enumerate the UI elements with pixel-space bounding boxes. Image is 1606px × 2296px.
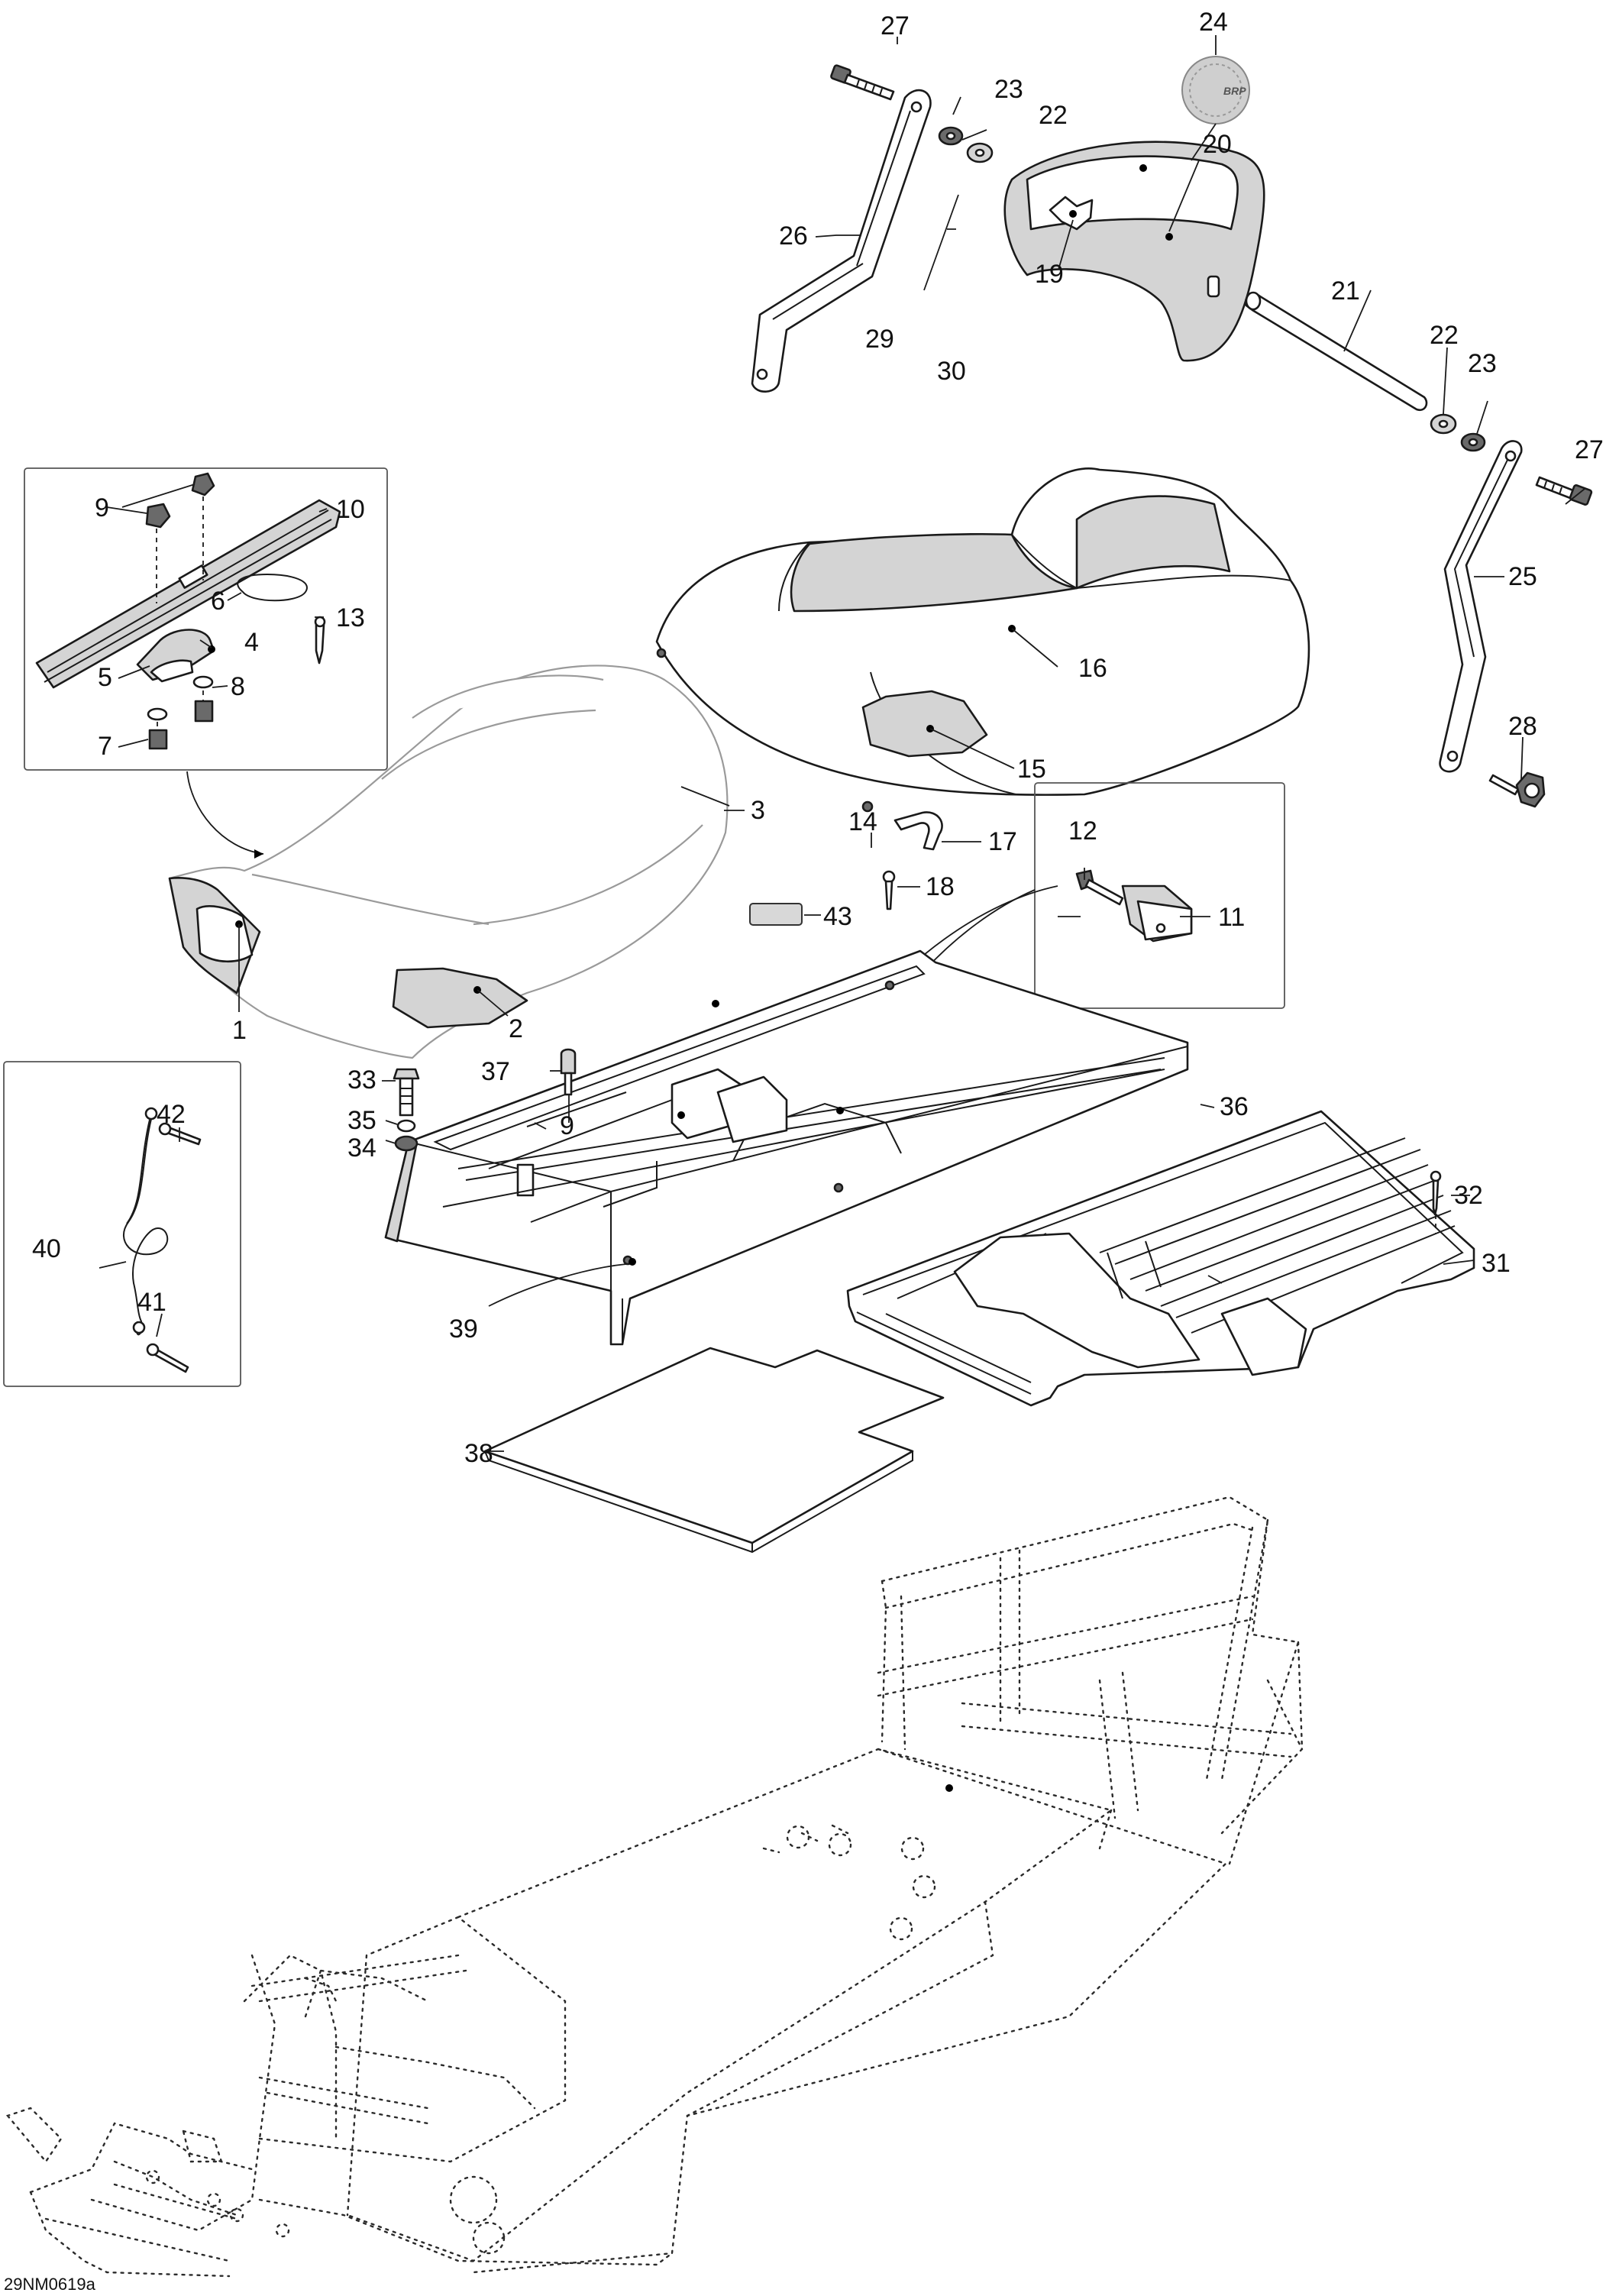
callout-21: 21 — [1331, 276, 1360, 306]
washer-34 — [394, 1135, 418, 1152]
callout-40: 40 — [32, 1234, 61, 1263]
callout-1: 1 — [232, 1016, 247, 1045]
callout-28: 28 — [1508, 712, 1537, 741]
washer-35 — [396, 1119, 416, 1133]
callout-38: 38 — [464, 1439, 493, 1468]
drawing-reference: 29NM0619a — [4, 2275, 96, 2294]
seat-base-36 — [384, 949, 1189, 1346]
bolt-27-right — [1535, 476, 1593, 506]
callout-22b: 22 — [1430, 321, 1459, 350]
callout-32: 32 — [1454, 1181, 1483, 1210]
detail-box-tether-clip — [24, 467, 388, 771]
callout-34: 34 — [347, 1133, 376, 1163]
callout-17: 17 — [988, 827, 1017, 856]
callout-15: 15 — [1017, 755, 1046, 784]
leader-lines — [99, 35, 1585, 1452]
callout-8: 8 — [231, 672, 245, 701]
knob-28 — [1488, 771, 1546, 808]
callout-37: 37 — [481, 1057, 510, 1086]
callout-33: 33 — [347, 1066, 376, 1095]
detail-box-tether — [3, 1061, 241, 1387]
bolt-27-left — [830, 64, 895, 101]
rear-cover-16 — [655, 467, 1310, 813]
bracket-26 — [751, 89, 932, 393]
callout-39: 39 — [449, 1315, 478, 1344]
callout-9a: 9 — [95, 493, 109, 522]
backrest-group: BRP — [751, 56, 1593, 808]
callout-35: 35 — [347, 1106, 376, 1135]
callout-23a: 23 — [994, 75, 1023, 104]
bracket-25 — [1439, 440, 1523, 773]
callout-3: 3 — [751, 796, 765, 825]
hinge-17 — [893, 811, 943, 851]
callout-27b: 27 — [1575, 435, 1604, 464]
logo-decal-24: BRP — [1181, 56, 1250, 125]
callouts: 27 23 22 24 20 26 19 29 30 21 22 23 27 2… — [32, 8, 1604, 1468]
callout-10: 10 — [336, 495, 365, 524]
tag-43 — [749, 903, 803, 926]
svg-text:BRP: BRP — [1223, 85, 1246, 97]
callout-26: 26 — [779, 222, 808, 251]
callout-30: 30 — [937, 357, 966, 386]
chassis-phantom — [5, 1496, 1304, 2278]
bumper-37 — [560, 1048, 577, 1096]
rivet-32 — [1430, 1170, 1442, 1216]
callout-42: 42 — [157, 1100, 186, 1129]
callout-12: 12 — [1068, 817, 1097, 846]
callout-16: 16 — [1078, 654, 1107, 683]
callout-2: 2 — [509, 1014, 523, 1043]
callout-5: 5 — [98, 663, 112, 692]
backrest-20 — [1003, 141, 1265, 362]
callout-13: 13 — [336, 603, 365, 632]
callout-36: 36 — [1220, 1092, 1249, 1121]
callout-7: 7 — [98, 732, 112, 761]
callout-27a: 27 — [881, 11, 910, 40]
callout-23b: 23 — [1468, 349, 1497, 378]
callout-43: 43 — [823, 902, 852, 931]
pad-38 — [483, 1347, 945, 1544]
callout-29: 29 — [865, 325, 894, 354]
rod-21 — [1244, 293, 1428, 412]
callout-22a: 22 — [1039, 101, 1068, 130]
detail-box-hinge — [1034, 782, 1285, 1009]
callout-18: 18 — [926, 872, 955, 901]
callout-19: 19 — [1035, 260, 1064, 289]
callout-4: 4 — [244, 628, 259, 657]
callout-20: 20 — [1203, 130, 1232, 159]
callout-9b: 9 — [560, 1111, 574, 1140]
rivet-18 — [882, 870, 896, 910]
tray-31 — [846, 1110, 1475, 1407]
callout-6: 6 — [211, 587, 225, 616]
callout-11: 11 — [1218, 903, 1245, 932]
bolt-33 — [393, 1068, 420, 1117]
callout-41: 41 — [137, 1288, 166, 1317]
callout-25: 25 — [1508, 562, 1537, 591]
callout-24: 24 — [1199, 8, 1228, 37]
callout-31: 31 — [1482, 1249, 1511, 1278]
seat-3 — [168, 665, 729, 1059]
callout-14: 14 — [848, 807, 877, 836]
